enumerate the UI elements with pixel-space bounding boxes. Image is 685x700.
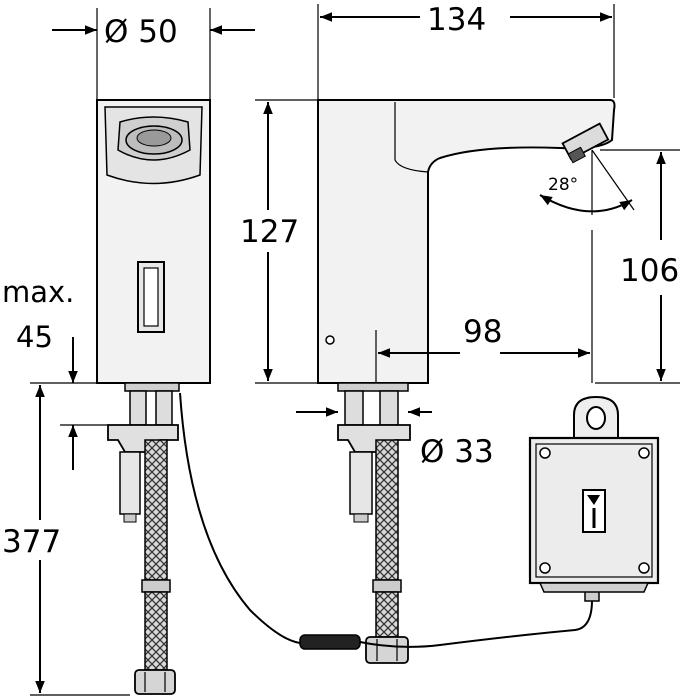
front-supply-hose: [144, 439, 168, 581]
max-label: max.: [2, 275, 74, 309]
max-value-label: 45: [16, 320, 53, 354]
sensor-cable: [179, 392, 301, 644]
height-label: 127: [240, 214, 299, 250]
angle-label: 28°: [548, 175, 578, 195]
shank-diameter-label: Ø 33: [420, 434, 494, 470]
front-hose-nut: [134, 669, 176, 695]
box-screw: [539, 447, 551, 459]
reach-label: 98: [463, 314, 502, 350]
side-mounting-bracket: [337, 424, 411, 453]
front-threaded-rod: [119, 451, 141, 515]
angle-dimension: 28°: [539, 149, 635, 215]
hose-length-dimension: 377: [2, 382, 130, 696]
cable-connector: [299, 634, 361, 650]
height-dimension: 127: [240, 99, 318, 384]
spout-height-label: 106: [620, 253, 679, 289]
side-view: 134 127 28°: [240, 2, 680, 664]
side-length-label: 134: [427, 2, 486, 38]
reach-dimension: 98: [375, 230, 593, 383]
side-supply-hose: [375, 439, 399, 581]
front-diameter-dimension: Ø 50: [52, 8, 255, 100]
spout-aerator: [561, 122, 610, 164]
spout-height-dimension: 106: [595, 149, 680, 384]
shank-diameter-dimension: Ø 33: [296, 407, 494, 470]
side-hose-nut: [365, 636, 409, 664]
hose-length-label: 377: [2, 524, 61, 560]
control-box: [179, 392, 660, 650]
side-threaded-rod: [349, 451, 373, 515]
side-sensor-dot: [325, 335, 335, 345]
faucet-side-body: [317, 99, 616, 384]
front-diameter-label: Ø 50: [104, 14, 178, 50]
front-view: Ø 50 max. 45 377: [2, 8, 255, 696]
side-length-dimension: 134: [317, 2, 615, 100]
